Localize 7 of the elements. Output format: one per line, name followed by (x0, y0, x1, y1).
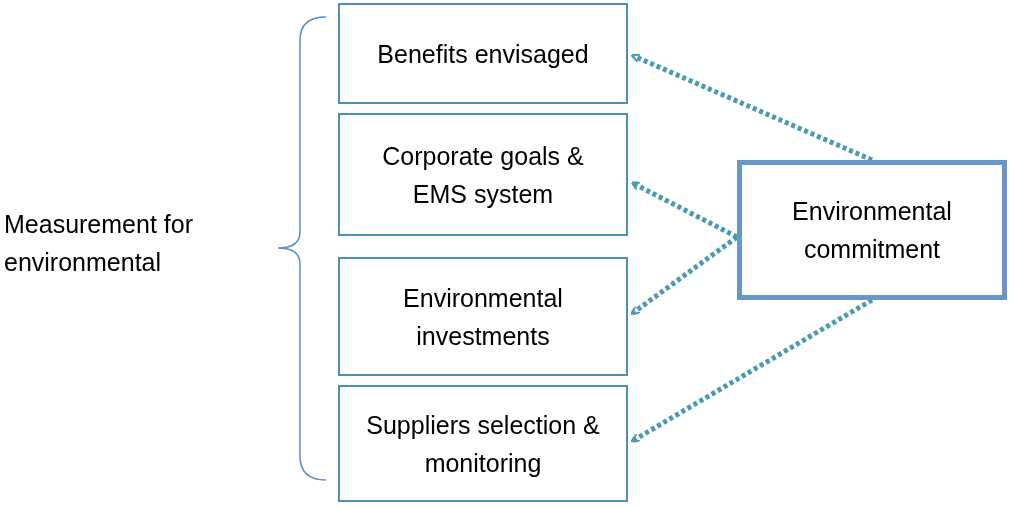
side-label: Measurement for environmental (4, 209, 194, 278)
process-box: Environmental investments (338, 257, 628, 376)
process-box: Suppliers selection & monitoring (338, 385, 628, 502)
dotted-arrow (630, 235, 739, 316)
process-box: Benefits envisaged (338, 3, 628, 104)
process-box: Corporate goals & EMS system (338, 113, 628, 236)
main-box: Environmental commitment (737, 160, 1007, 300)
